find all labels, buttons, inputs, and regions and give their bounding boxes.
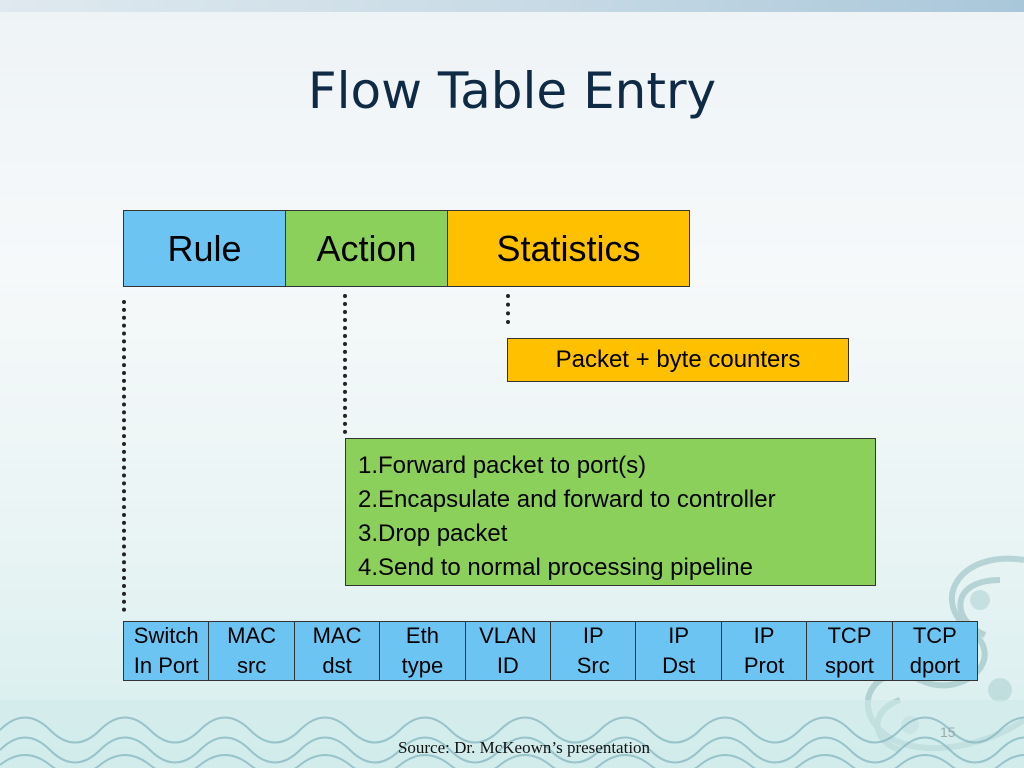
waves-decoration-icon — [0, 700, 1024, 768]
field-tcp-dport: TCP dport — [909, 623, 960, 678]
actions-list: 1.Forward packet to port(s) 2.Encapsulat… — [345, 438, 876, 586]
page-number: 15 — [940, 724, 956, 740]
action-item: 1.Forward packet to port(s) — [358, 452, 647, 479]
field-mac-dst: MAC dst — [295, 622, 381, 680]
statistics-box: Statistics — [447, 210, 690, 287]
slide-title: Flow Table Entry — [307, 62, 717, 120]
field-mac-src: MAC src — [209, 622, 295, 680]
field-tcp-sport: TCP sport — [807, 622, 893, 680]
statistics-label: Statistics — [496, 227, 641, 269]
top-gradient-bar — [0, 0, 1024, 12]
field-eth-type: Eth type — [380, 622, 466, 680]
action-label: Action — [316, 227, 417, 269]
action-item: 4.Send to normal processing pipeline — [358, 554, 753, 581]
field-ip-src: IP Src — [551, 622, 637, 680]
packet-counters-box: Packet + byte counters — [507, 338, 849, 382]
rule-connector — [122, 300, 126, 612]
field-ip-prot: IP Prot — [722, 622, 808, 680]
field-ip-dst: IP Dst — [636, 622, 722, 680]
statistics-connector — [506, 294, 510, 324]
action-box: Action — [285, 210, 448, 287]
action-item: 2.Encapsulate and forward to controller — [358, 486, 776, 513]
action-connector — [343, 294, 347, 434]
rule-box: Rule — [123, 210, 286, 287]
field-switch-in-port: Switch In Port — [124, 622, 210, 680]
field-vlan-id: VLAN ID — [466, 622, 552, 680]
rule-label: Rule — [167, 227, 242, 269]
packet-counters-label: Packet + byte counters — [555, 346, 801, 373]
action-item: 3.Drop packet — [358, 520, 508, 547]
source-caption: Source: Dr. McKeown’s presentation — [397, 738, 651, 757]
rule-fields-row: Switch In Port MAC src MAC dst Eth type … — [123, 621, 978, 681]
